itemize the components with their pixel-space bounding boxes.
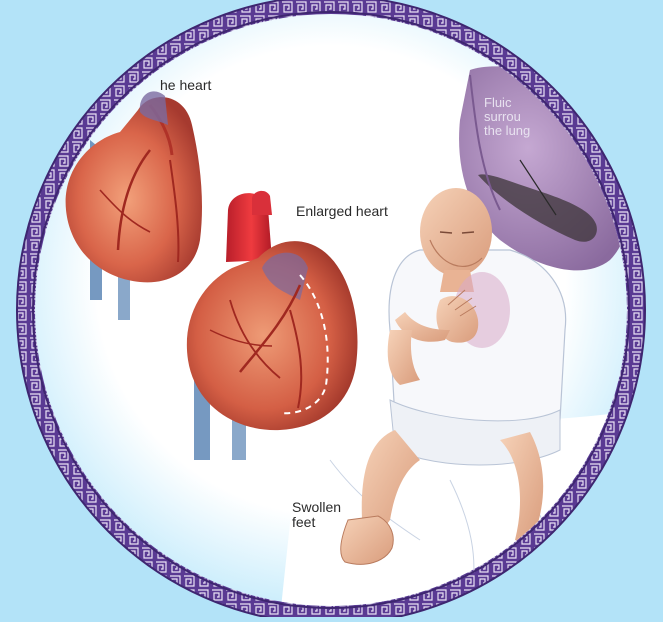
enlarged-heart-label: Enlarged heart <box>296 204 388 219</box>
heart-label: he heart <box>160 78 211 93</box>
fluid-lungs-label: Fluic surrou the lung <box>484 96 530 138</box>
swollen-feet-label: Swollen feet <box>292 500 341 530</box>
